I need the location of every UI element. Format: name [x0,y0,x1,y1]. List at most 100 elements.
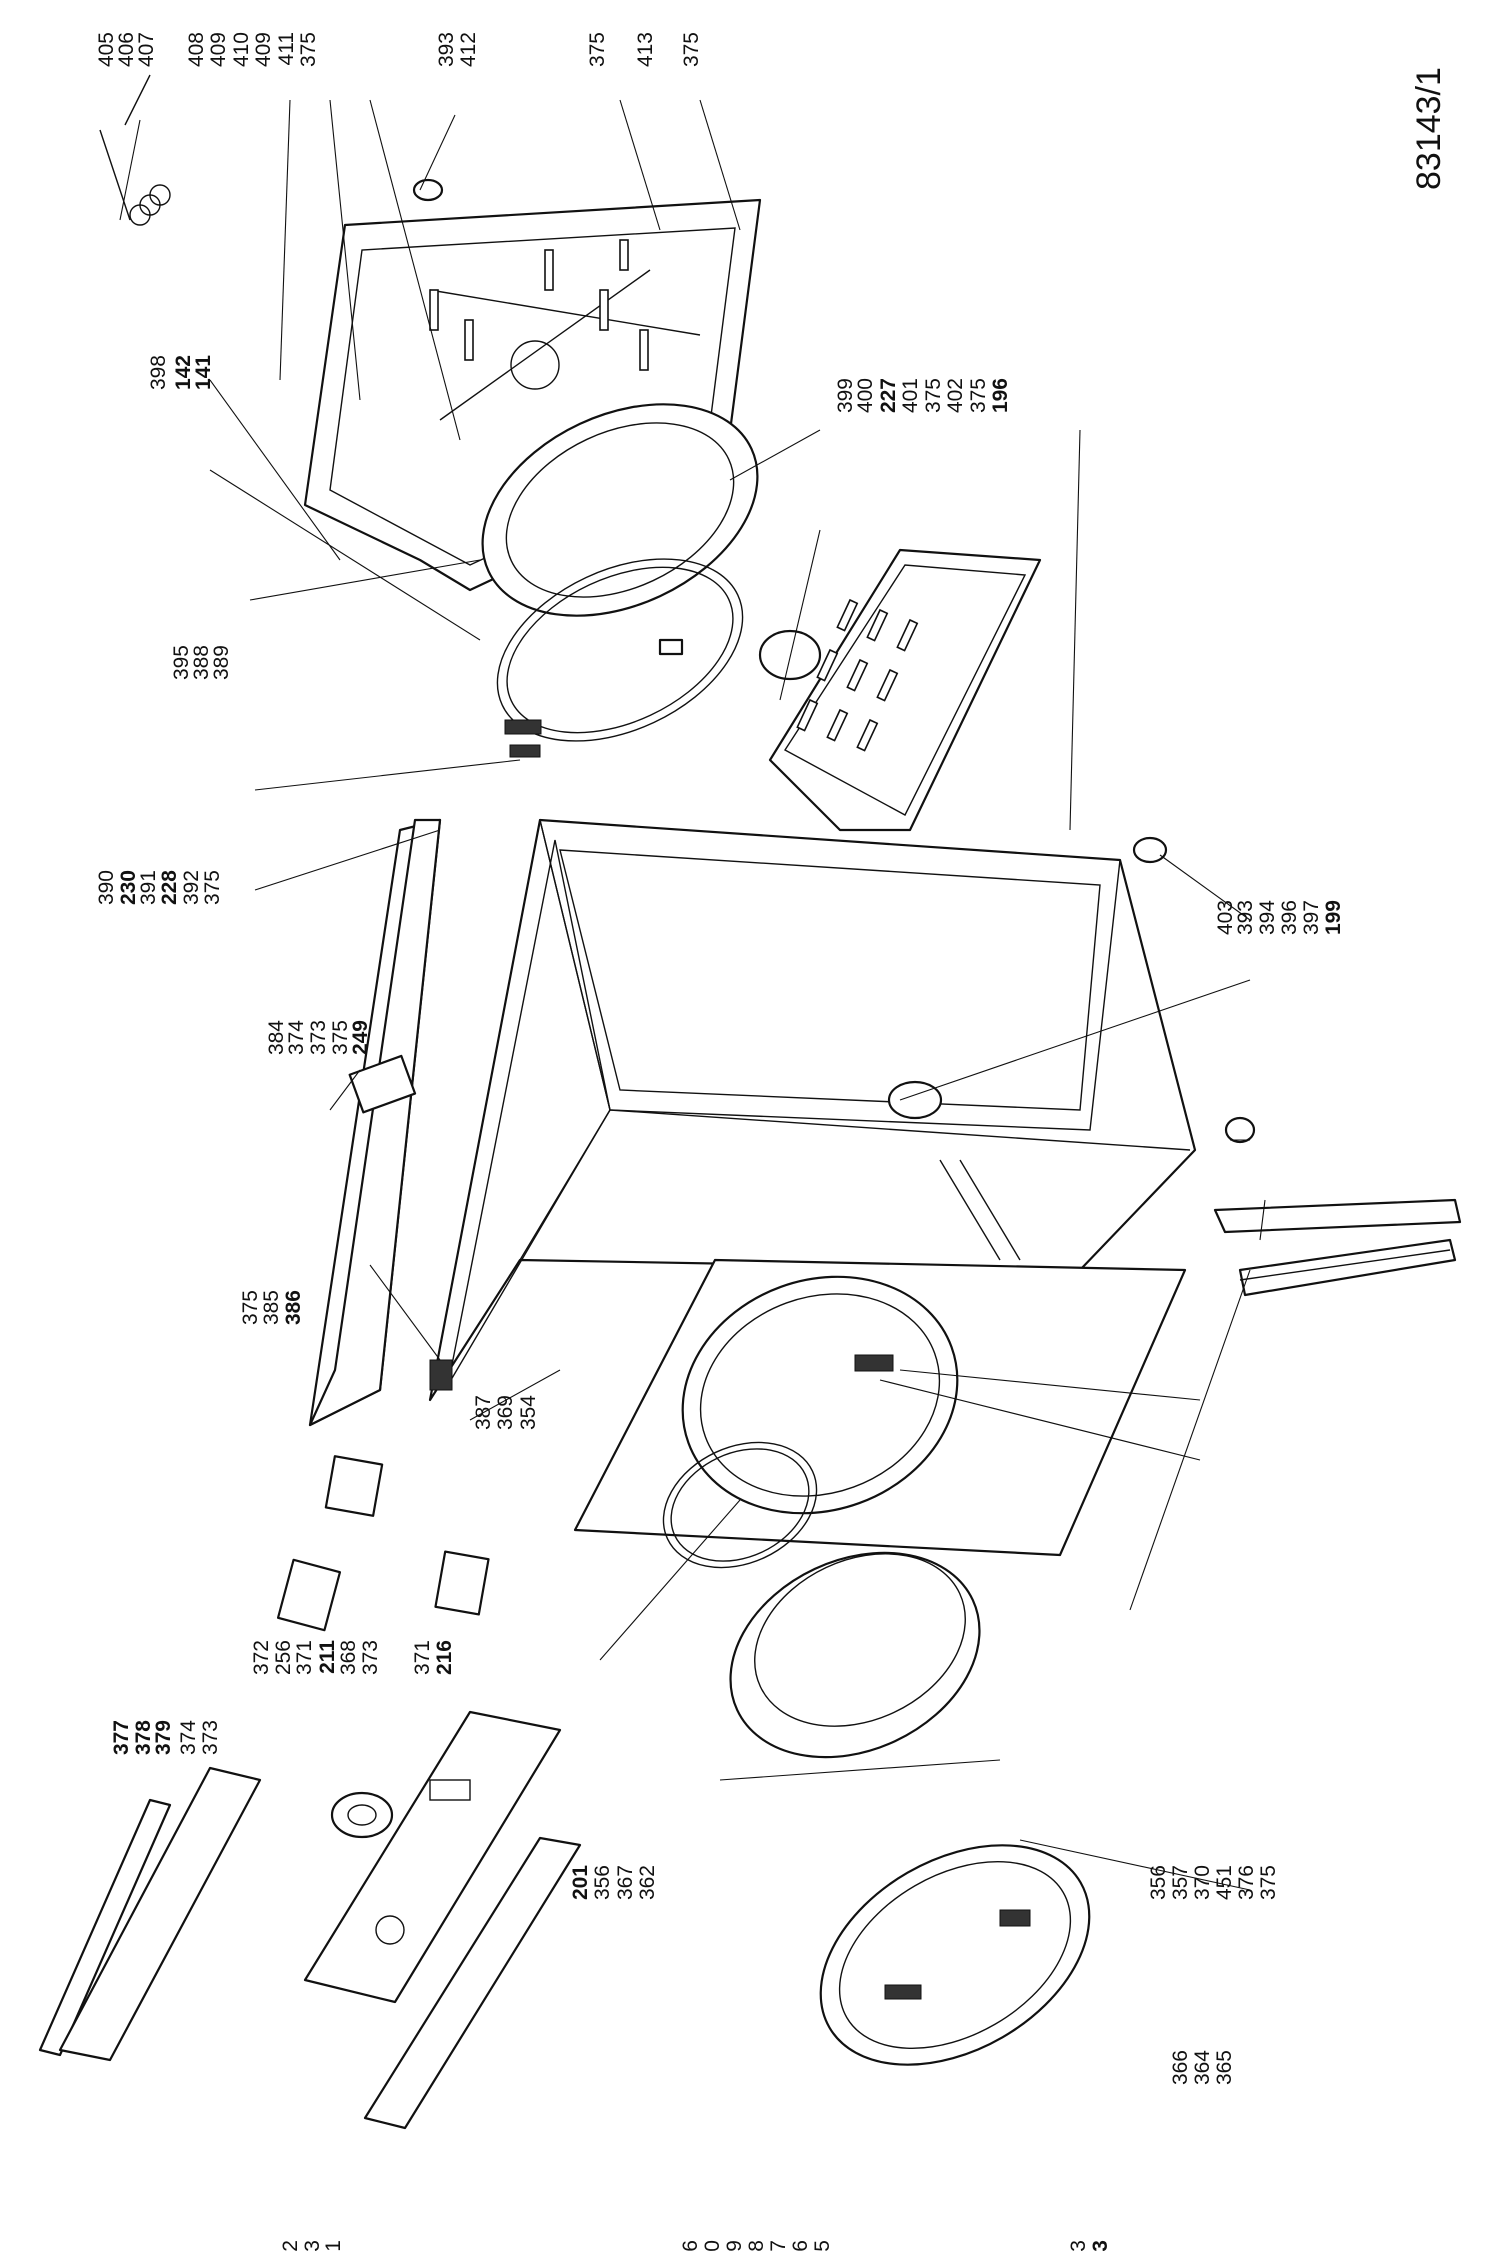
part-number-label: 367 [614,1865,637,1900]
part-number-label: 203 [1089,2240,1112,2251]
part-number-label: 387 [472,1395,495,1430]
part-number-label: 402 [944,378,967,413]
part-number-label: 373 [359,1640,382,1675]
plinth [38,1766,262,2062]
front-panel [573,1258,1187,1557]
part-number-label: 451 [1213,1865,1236,1900]
part-number-label: 196 [989,378,1012,413]
part-number-label: 228 [158,870,181,905]
part-number-label: 351 [322,2240,345,2251]
part-number-label: 355 [811,2240,834,2251]
part-number-label: 256 [272,1640,295,1675]
door-frame [729,1551,981,1759]
base-rails [1213,1198,1462,1297]
part-number-label: 354 [517,1395,540,1430]
part-number-label: 371 [411,1640,434,1675]
part-number-label: 363 [1067,2240,1090,2251]
drawing-reference: 83143/1 [1410,67,1448,190]
part-number-label: 393 [1234,900,1257,935]
part-number-label: 211 [316,1640,339,1674]
part-number-label: 375 [967,378,990,413]
part-number-label: 375 [922,378,945,413]
part-number-label: 371 [293,1640,316,1675]
part-number-label: 356 [679,2240,702,2251]
part-number-label: 412 [457,32,480,67]
part-number-label: 362 [636,1865,659,1900]
part-number-label: 230 [117,870,140,905]
part-number-label: 227 [877,378,900,413]
part-number-label: 375 [201,870,224,905]
part-number-label: 385 [260,1290,283,1325]
part-number-label: 249 [349,1020,372,1055]
part-number-label: 358 [745,2240,768,2251]
part-number-label: 407 [135,32,158,67]
part-number-label: 201 [569,1865,592,1900]
part-number-label: 360 [701,2240,724,2251]
drum-back-assembly [481,403,759,758]
part-number-label: 199 [1322,900,1345,935]
part-number-label: 389 [210,645,233,680]
part-number-label: 372 [250,1640,273,1675]
part-number-label: 405 [95,32,118,67]
part-number-label: 375 [239,1290,262,1325]
part-number-label: 399 [834,378,857,413]
control-panel [276,1455,582,2130]
part-number-label: 378 [132,1720,155,1755]
part-number-label: 406 [115,32,138,67]
leader-lines [119,99,1266,1891]
part-number-label: 393 [435,32,458,67]
part-number-label: 353 [301,2240,324,2251]
part-number-label: 369 [494,1395,517,1430]
part-number-label: 375 [586,32,609,67]
part-number-label: 368 [337,1640,360,1675]
side-vent-panel [758,548,1042,832]
part-number-label: 357 [1169,1865,1192,1900]
part-number-label: 390 [95,870,118,905]
top-panel [308,818,453,1427]
part-number-label: 411 [275,32,298,65]
part-number-label: 375 [680,32,703,67]
part-number-label: 400 [854,378,877,413]
cabinet [428,818,1197,1402]
part-number-label: 409 [252,32,275,67]
part-number-label: 377 [110,1720,133,1755]
part-number-label: 359 [723,2240,746,2251]
part-number-label: 141 [192,355,215,390]
part-number-label: 364 [1191,2050,1214,2085]
part-number-label: 397 [1300,900,1323,935]
part-number-label: 396 [1278,900,1301,935]
part-number-label: 374 [285,1020,308,1055]
part-number-label: 356 [789,2240,812,2251]
part-number-label: 403 [1214,900,1237,935]
part-number-label: 386 [282,1290,305,1325]
part-number-label: 216 [433,1640,456,1675]
part-number-label: 375 [297,32,320,67]
part-number-label: 392 [180,870,203,905]
part-number-label: 352 [279,2240,302,2251]
part-number-label: 391 [137,870,160,905]
part-number-label: 379 [152,1720,175,1755]
part-number-label: 410 [230,32,253,67]
part-number-label: 394 [1256,900,1279,935]
part-number-label: 401 [899,378,922,413]
part-number-label: 356 [1147,1865,1170,1900]
part-number-label: 375 [1257,1865,1280,1900]
part-number-label: 395 [170,645,193,680]
part-number-label: 413 [634,32,657,67]
part-number-label: 409 [207,32,230,67]
door-outer [819,1844,1091,2066]
part-number-label: 388 [190,645,213,680]
door-seal [662,1441,818,1569]
part-number-label: 376 [1235,1865,1258,1900]
part-number-label: 365 [1213,2050,1236,2085]
part-number-label: 373 [199,1720,222,1755]
part-number-label: 398 [147,355,170,390]
part-number-label: 373 [307,1020,330,1055]
part-number-label: 370 [1191,1865,1214,1900]
part-number-label: 384 [265,1020,288,1055]
part-number-label: 357 [767,2240,790,2251]
part-number-label: 374 [177,1720,200,1755]
